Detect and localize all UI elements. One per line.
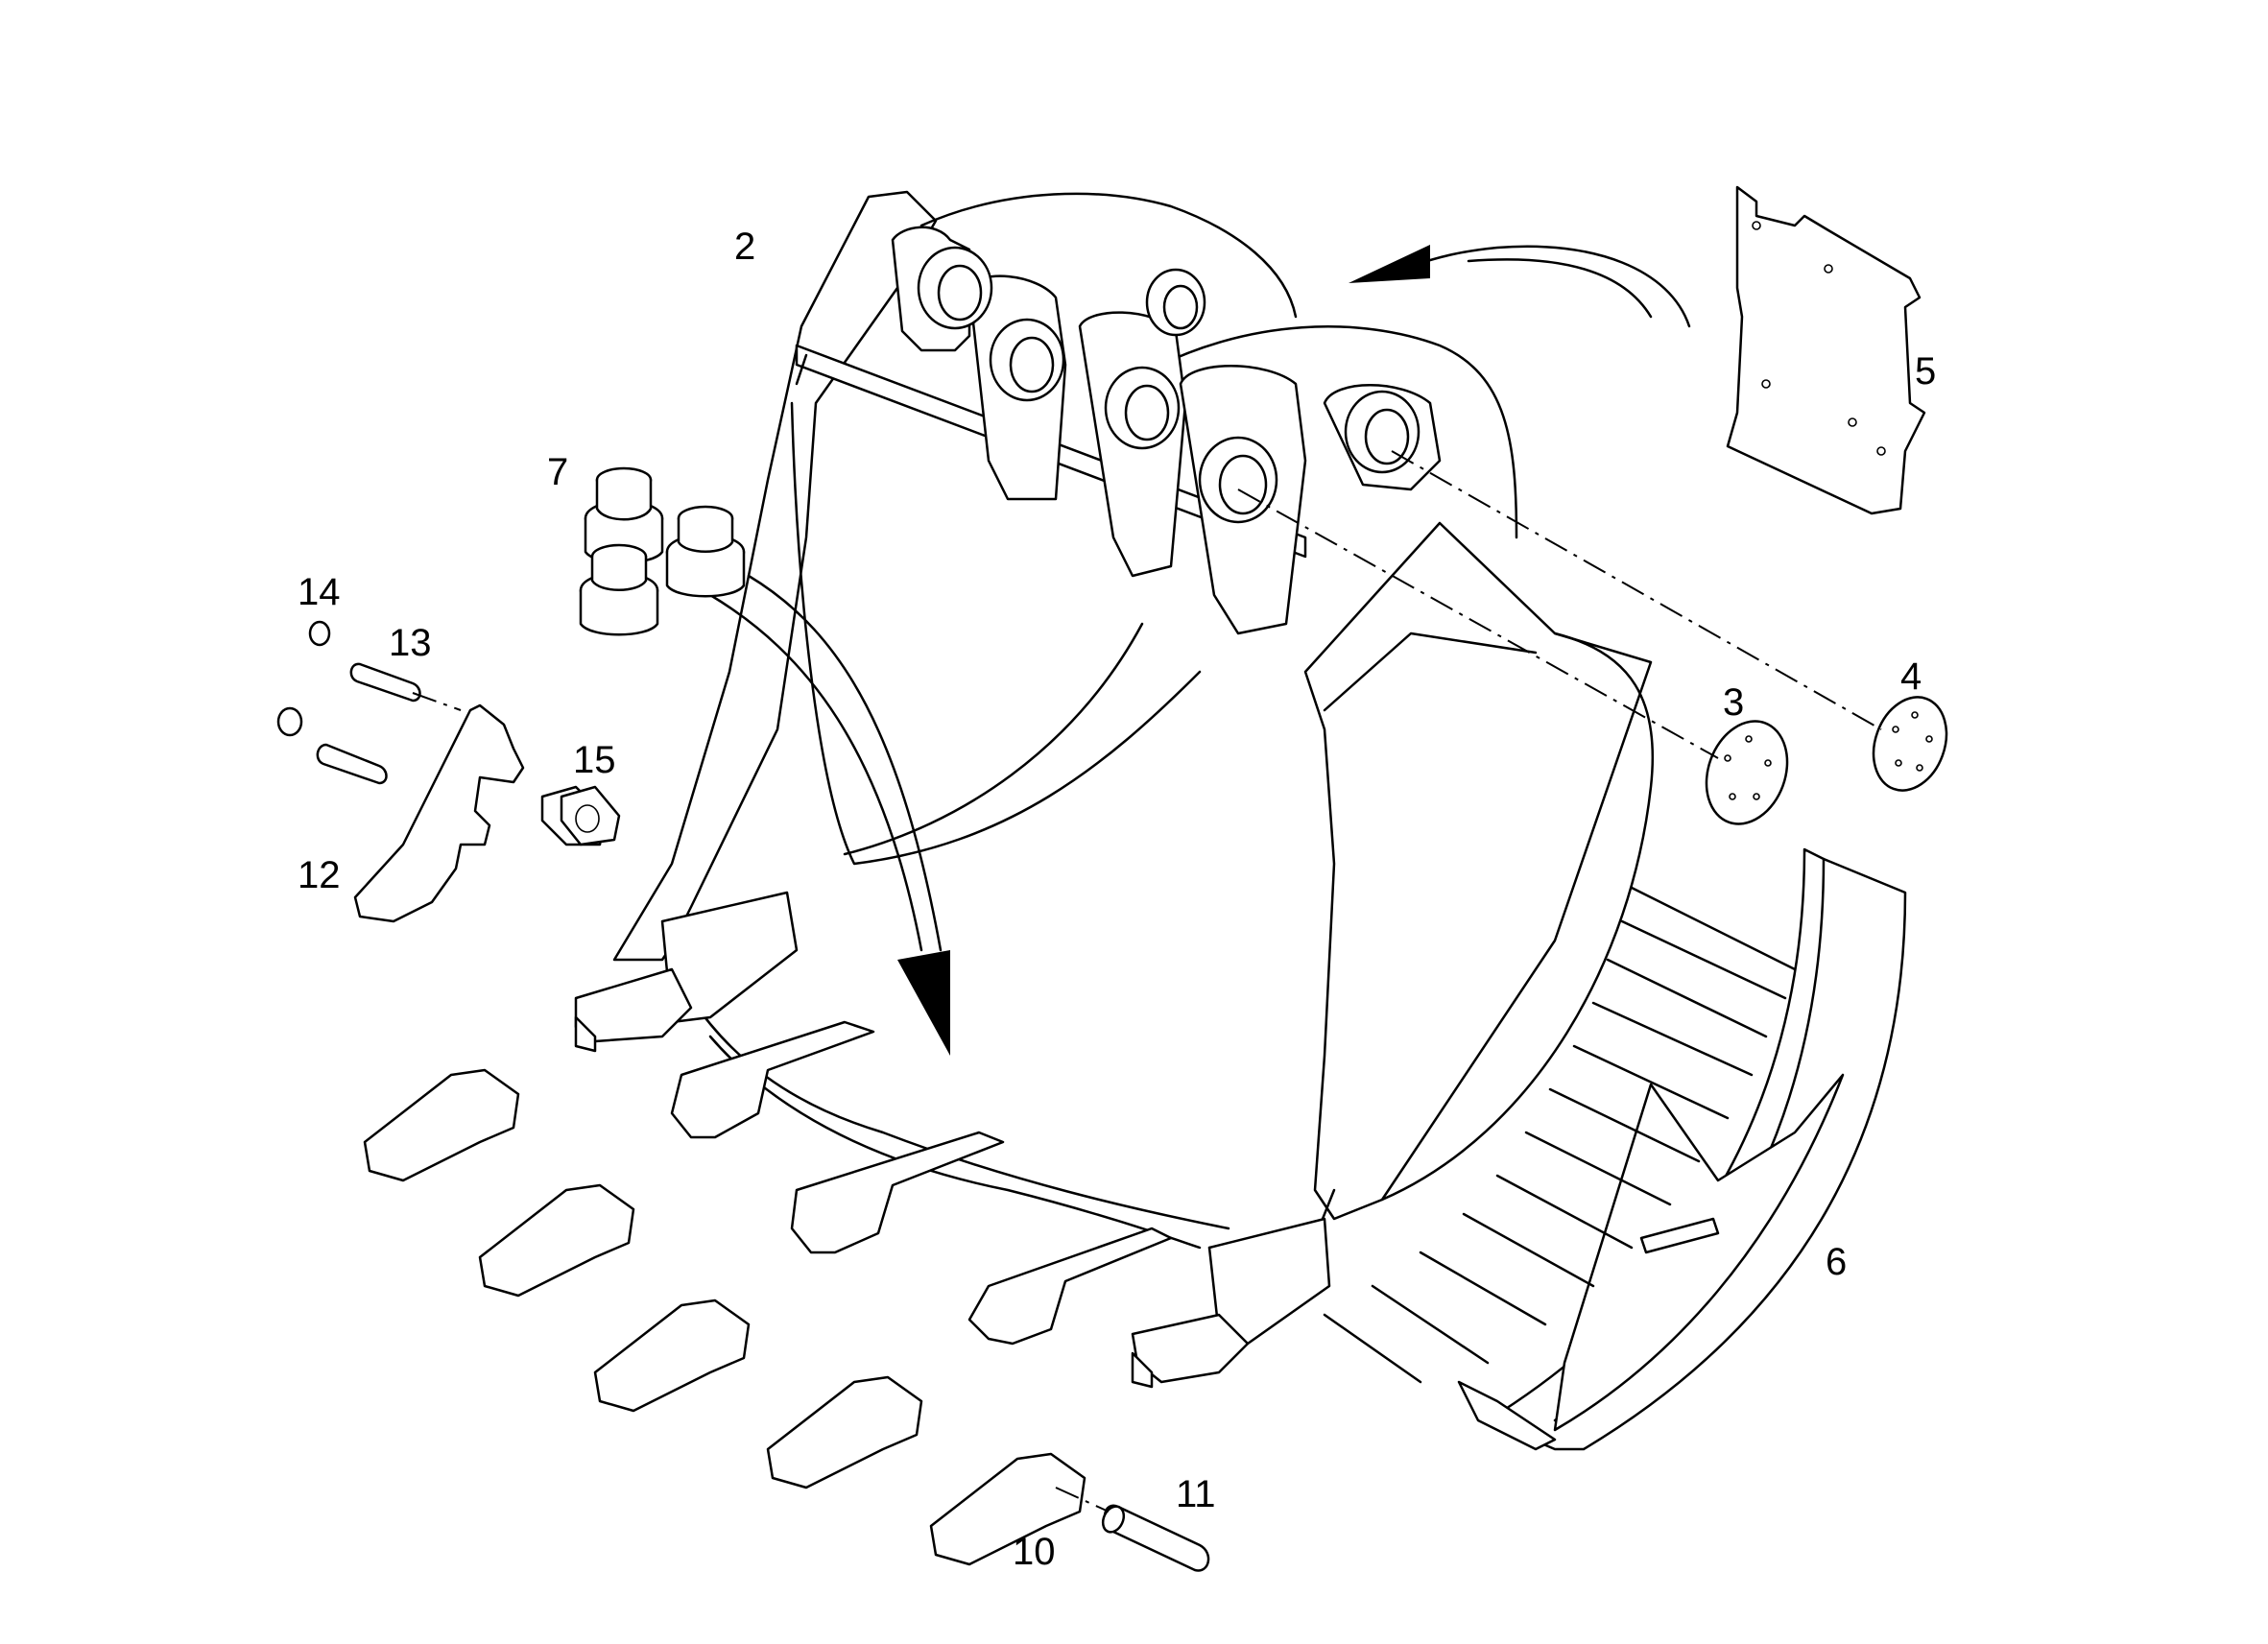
callout-6: 6 (1826, 1241, 1847, 1283)
axis-line-3 (1237, 488, 1719, 759)
part-12-side-cutter (353, 703, 525, 923)
part-5-top-plate (1726, 185, 1926, 515)
part-14-retainer-rings (276, 620, 331, 737)
part-15-shims (540, 785, 621, 846)
mounted-teeth (670, 1020, 1173, 1346)
callout-5: 5 (1915, 350, 1936, 393)
callout-4: 4 (1900, 655, 1922, 698)
part-7-bushings (579, 466, 746, 636)
part-10-teeth (363, 1068, 1086, 1566)
part-11-tooth-pin (1055, 1487, 1210, 1572)
part-4-cover-plate (1872, 696, 1948, 792)
axis-line-4 (1391, 450, 1882, 730)
callout-3: 3 (1723, 681, 1744, 724)
callout-15: 15 (573, 739, 616, 781)
callout-12: 12 (298, 854, 341, 896)
direction-arrow-top (1349, 245, 1691, 328)
callout-10: 10 (1013, 1531, 1056, 1573)
wear-plate-assembly (1323, 847, 1907, 1451)
callout-14: 14 (298, 571, 341, 613)
direction-arrow-down (708, 574, 950, 1056)
callout-7: 7 (547, 451, 568, 493)
part-3-cover-plate (1705, 720, 1789, 825)
part-13-pins (316, 662, 462, 785)
callout-11: 11 (1176, 1473, 1216, 1515)
callout-13: 13 (389, 622, 432, 664)
bucket-body (574, 190, 1655, 1389)
pin-boss-holes (917, 246, 1420, 524)
callout-2: 2 (734, 226, 755, 268)
